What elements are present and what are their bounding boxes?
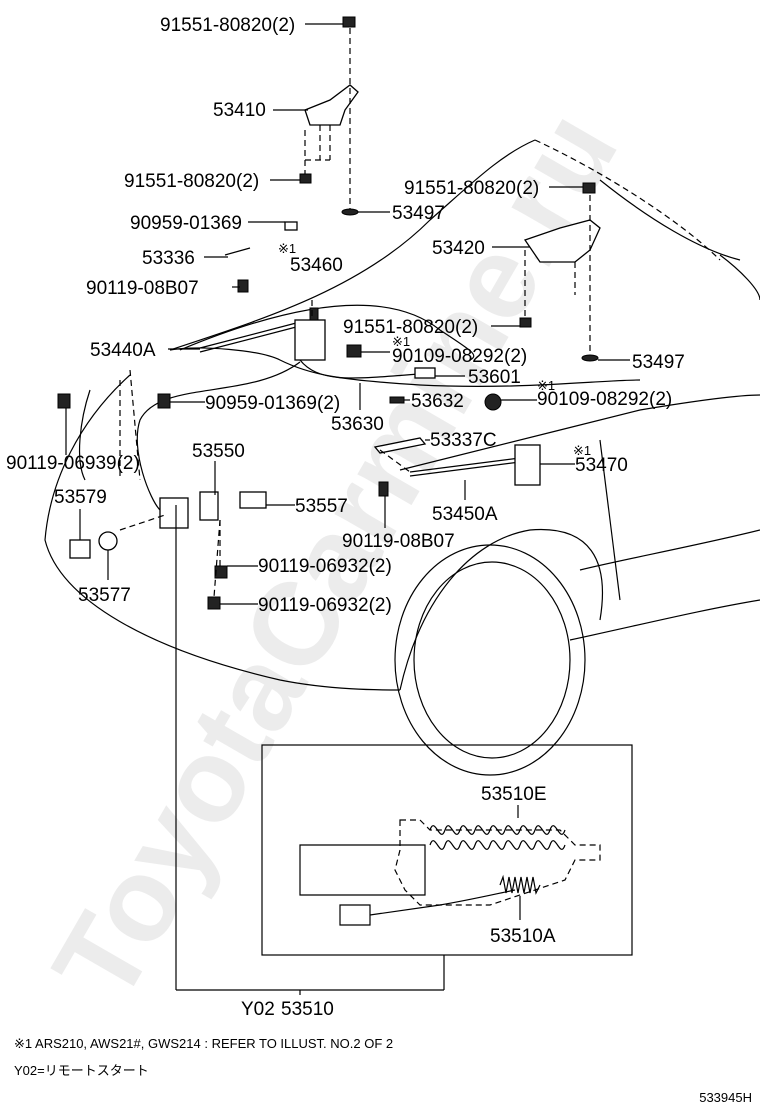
label-53470: 53470 <box>575 455 628 476</box>
label-mark1-b: ※1 <box>392 334 410 349</box>
label-90119-08b07-a: 90119-08B07 <box>86 278 199 299</box>
label-53410: 53410 <box>213 100 266 121</box>
part-53550-53557-lock <box>119 491 267 610</box>
label-90109-08292-b: 90109-08292(2) <box>537 389 672 410</box>
label-91551-80820-right: 91551-80820(2) <box>404 178 539 199</box>
part-hood-stay <box>199 221 301 353</box>
label-53497-a: 53497 <box>392 203 445 224</box>
label-53550: 53550 <box>192 441 245 462</box>
label-53577: 53577 <box>78 585 131 606</box>
illustration-ref-code: 533945H <box>699 1090 752 1105</box>
car-body-outline <box>44 139 760 776</box>
label-y02: Y02 <box>241 999 275 1020</box>
label-90119-08b07-b: 90119-08B07 <box>342 531 455 552</box>
label-mark1-a: ※1 <box>278 241 296 256</box>
footnote-mark1: ※1 ARS210, AWS21#, GWS214 : REFER TO ILL… <box>14 1036 394 1051</box>
part-53420-hinge <box>519 182 601 362</box>
label-53510e: 53510E <box>481 784 547 805</box>
part-labels: 91551-80820(2) 53410 91551-80820(2) 9155… <box>6 15 685 1020</box>
spring-53510e <box>429 825 566 850</box>
label-53630: 53630 <box>331 414 384 435</box>
label-91551-80820-top: 91551-80820(2) <box>160 15 295 36</box>
label-mark1-c: ※1 <box>537 378 555 393</box>
label-53336: 53336 <box>142 248 195 269</box>
label-90959-01369-a: 90959-01369 <box>130 213 242 234</box>
label-53510: 53510 <box>281 999 334 1020</box>
label-53497-b: 53497 <box>632 352 685 373</box>
part-53410-hinge <box>299 16 359 216</box>
label-53601: 53601 <box>468 367 521 388</box>
label-53579: 53579 <box>54 487 107 508</box>
label-53440a: 53440A <box>90 340 156 361</box>
inset-53510-harness <box>261 744 633 956</box>
spring-53510a <box>499 874 541 895</box>
label-mark1-d: ※1 <box>573 443 591 458</box>
label-90119-06932-b: 90119-06932(2) <box>258 595 392 616</box>
label-91551-80820-mid: 91551-80820(2) <box>343 317 478 338</box>
label-53632: 53632 <box>411 391 464 412</box>
label-90119-06939: 90119-06939(2) <box>6 453 140 474</box>
label-90109-08292-a: 90109-08292(2) <box>392 346 527 367</box>
part-cable <box>136 359 502 511</box>
label-90959-01369-b: 90959-01369(2) <box>205 393 340 414</box>
part-53579-53577-cushion <box>57 393 171 559</box>
label-90119-06932-a: 90119-06932(2) <box>258 556 392 577</box>
footnote-y02: Y02=リモートスタート <box>14 1063 149 1078</box>
label-91551-80820-left: 91551-80820(2) <box>124 171 259 192</box>
label-53450a: 53450A <box>432 504 498 525</box>
part-53460-lock <box>294 300 362 361</box>
label-53420: 53420 <box>432 238 485 259</box>
label-53337c: 53337C <box>430 430 497 451</box>
label-53510a: 53510A <box>490 926 556 947</box>
y02-53510-bracket <box>175 505 445 995</box>
leader-lines <box>65 23 630 605</box>
part-53337c-53450a-stay <box>373 437 541 497</box>
label-53460: 53460 <box>290 255 343 276</box>
label-53557: 53557 <box>295 496 348 517</box>
